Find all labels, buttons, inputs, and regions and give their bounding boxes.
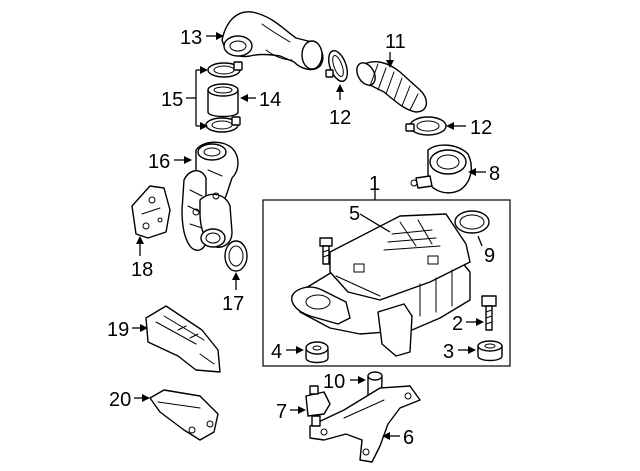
callout-14: 14 (259, 89, 281, 111)
part-resonator-hose-16 (181, 141, 239, 251)
callout-9: 9 (484, 245, 495, 267)
callout-3: 3 (443, 341, 454, 363)
part-sensor-7 (305, 385, 331, 427)
part-adapter-8 (410, 144, 472, 194)
part-clamp-12-lower (405, 116, 447, 136)
callout-1: 1 (369, 173, 380, 195)
part-intake-duct-upper (221, 11, 324, 71)
callout-16: 16 (148, 151, 170, 173)
callout-10: 10 (323, 371, 345, 393)
part-air-cleaner-housing (291, 213, 471, 357)
part-bolt-cover (319, 237, 333, 265)
part-hose-14 (207, 83, 239, 118)
callout-12-upper: 12 (329, 107, 351, 129)
part-cover-20 (149, 389, 219, 441)
part-oring-17 (224, 240, 248, 272)
callout-7: 7 (276, 401, 287, 423)
part-clamp-lower (205, 116, 241, 133)
part-bracket-18 (131, 185, 171, 239)
part-clamp-upper (207, 61, 243, 78)
callout-15: 15 (161, 89, 183, 111)
part-bracket-6 (309, 385, 421, 463)
part-duct-19 (145, 305, 221, 373)
callout-4: 4 (271, 341, 282, 363)
callout-2: 2 (452, 313, 463, 335)
callout-8: 8 (489, 163, 500, 185)
callout-18: 18 (131, 259, 153, 281)
part-gasket-9 (454, 210, 490, 234)
part-grommet-3 (477, 340, 503, 362)
callout-6: 6 (403, 427, 414, 449)
part-bolt-2 (481, 295, 497, 331)
callout-11: 11 (385, 31, 406, 53)
callout-20: 20 (109, 389, 131, 411)
air-cleaner-assembly-box (262, 199, 511, 367)
part-clamp-12-upper (325, 50, 348, 82)
callout-13: 13 (180, 27, 202, 49)
callout-12-lower: 12 (470, 117, 492, 139)
callout-5: 5 (349, 203, 360, 225)
callout-19: 19 (107, 319, 129, 341)
leaders (132, 32, 486, 440)
callout-17: 17 (222, 293, 244, 315)
part-grommet-4 (305, 341, 329, 364)
